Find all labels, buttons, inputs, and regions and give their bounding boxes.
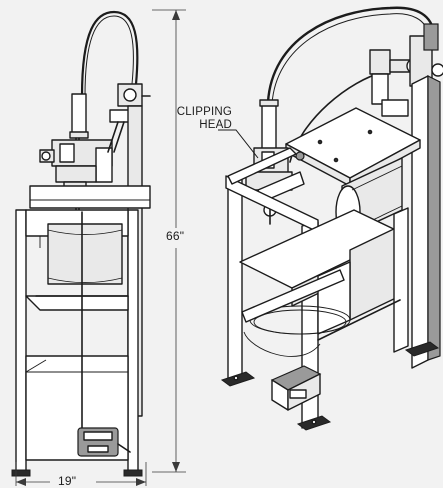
width-dimension-label: 19" <box>56 474 79 488</box>
height-dimension-label: 66" <box>164 229 187 243</box>
callout-line-2: HEAD <box>199 119 232 131</box>
dimension-lines <box>15 9 186 486</box>
clipping-head-callout: CLIPPING HEAD <box>160 106 232 132</box>
front-view <box>11 10 151 477</box>
callout-line-1: CLIPPING <box>176 106 232 118</box>
isometric-view <box>220 6 443 431</box>
callout-leader <box>218 129 259 159</box>
